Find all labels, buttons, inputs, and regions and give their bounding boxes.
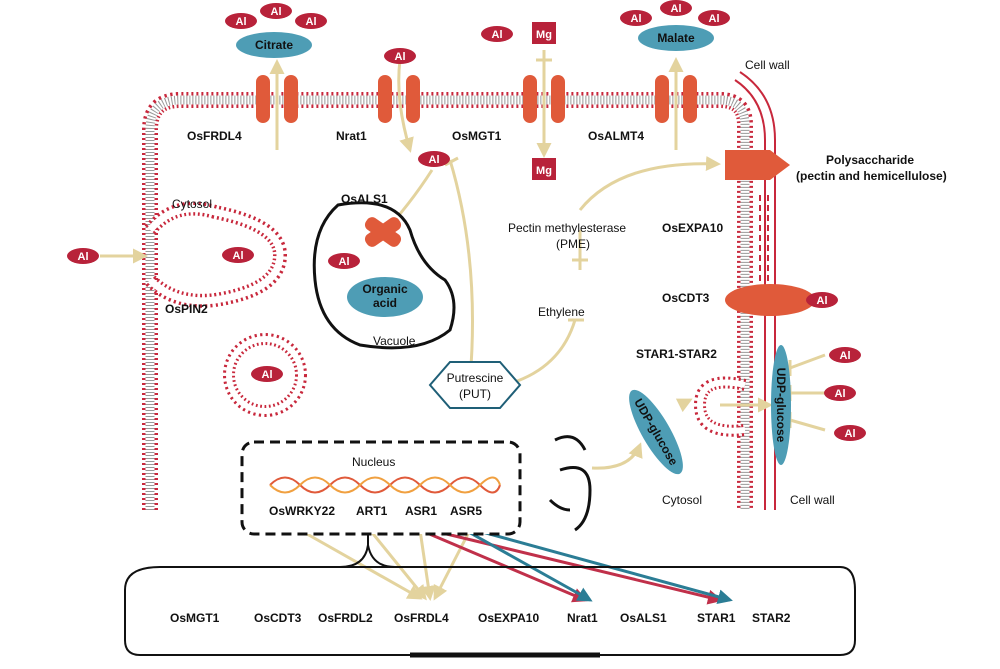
cell-wall-label: Cell wall xyxy=(745,58,790,72)
organic-acid-pill xyxy=(347,277,423,317)
citrate-pill xyxy=(236,32,312,58)
osfrdl4-transporter xyxy=(256,75,298,123)
cell-wall-label-bottom: Cell wall xyxy=(790,493,835,507)
gene-star2: STAR2 xyxy=(752,611,791,625)
osfrdl4-label: OsFRDL4 xyxy=(187,129,242,143)
citrate-label: Citrate xyxy=(255,38,293,52)
vesicle xyxy=(223,333,307,417)
al-pill: Al xyxy=(339,256,350,268)
osals1-label: OsALS1 xyxy=(341,192,388,206)
vacuole xyxy=(312,201,456,350)
osmgt1-label: OsMGT1 xyxy=(452,129,502,143)
mg-box-inside xyxy=(532,158,556,180)
al-pill: Al xyxy=(395,51,406,63)
polysaccharide-label-2: (pectin and hemicellulose) xyxy=(796,169,947,183)
putrescine-label-1: Putrescine xyxy=(447,371,504,385)
putrescine-label-2: (PUT) xyxy=(459,387,491,401)
putrescine-hexagon xyxy=(428,361,522,409)
al-pill: Al xyxy=(671,3,682,15)
osmgt1-transporter xyxy=(523,75,565,123)
al-pill: Al xyxy=(840,350,851,362)
tf-asr1: ASR1 xyxy=(405,504,437,518)
gene-oscdt3: OsCDT3 xyxy=(254,611,302,625)
organic-acid-label-1: Organic xyxy=(362,282,408,296)
regulation-arrows xyxy=(419,528,733,605)
udp-glucose-pill-cytosol: UDP-glucose xyxy=(629,389,683,475)
al-pill: Al xyxy=(492,29,503,41)
gene-osals1: OsALS1 xyxy=(620,611,667,625)
al-pill: Al xyxy=(429,154,440,166)
udp-glucose-pill-wall: UDP-glucose xyxy=(771,345,791,465)
malate-label: Malate xyxy=(657,31,695,45)
udp-glucose-label: UDP-glucose xyxy=(631,396,681,468)
cytosol-label-bottom: Cytosol xyxy=(662,493,702,507)
cell-wall xyxy=(734,71,776,510)
nrat1-label: Nrat1 xyxy=(336,129,367,143)
al-pill: Al xyxy=(262,369,273,381)
al-pill: Al xyxy=(835,388,846,400)
mg-outside-label: Mg xyxy=(536,29,552,41)
golgi-membranes xyxy=(548,435,592,532)
udp-glucose-wall-label: UDP-glucose xyxy=(774,368,788,443)
plasma-membrane xyxy=(142,92,753,510)
gene-box-bracket xyxy=(339,535,396,568)
al-pill: Al xyxy=(233,250,244,262)
tf-art1: ART1 xyxy=(356,504,388,518)
gene-osmgt1: OsMGT1 xyxy=(170,611,220,625)
al-pill: Al xyxy=(845,428,856,440)
al-pill: Al xyxy=(709,13,720,25)
nrat1-transporter xyxy=(378,75,420,123)
nucleus-box xyxy=(240,440,522,536)
vacuole-label: Vacuole xyxy=(373,334,416,348)
mg-inside-label: Mg xyxy=(536,165,552,177)
polysaccharide-label-1: Polysaccharide xyxy=(826,153,914,167)
tf-asr5: ASR5 xyxy=(450,504,482,518)
organic-acid-label-2: acid xyxy=(373,296,397,310)
al-pill: Al xyxy=(271,6,282,18)
oscdt3-protein xyxy=(725,284,815,316)
gene-star1: STAR1 xyxy=(697,611,736,625)
al-pill: Al xyxy=(817,295,828,307)
gene-osfrdl2: OsFRDL2 xyxy=(318,611,373,625)
polysaccharide-shape xyxy=(725,150,790,180)
star-invagination xyxy=(693,376,747,437)
pathway-arrows xyxy=(100,50,826,601)
dna-helix xyxy=(269,476,501,494)
gene-nrat1: Nrat1 xyxy=(567,611,598,625)
al-pill: Al xyxy=(631,13,642,25)
nucleus-label: Nucleus xyxy=(352,455,395,469)
cytosol-label-top: Cytosol xyxy=(172,197,212,211)
star-label: STAR1-STAR2 xyxy=(636,347,717,361)
osalmt4-transporter xyxy=(655,75,697,123)
al-pills: Al Al Al Al Al Al Al Al Al Al Al Al Al A… xyxy=(67,0,866,441)
al-pill: Al xyxy=(78,251,89,263)
tf-oswrky22: OsWRKY22 xyxy=(269,504,335,518)
ethylene-label: Ethylene xyxy=(538,305,585,319)
ospin2-label: OsPIN2 xyxy=(165,302,208,316)
mg-box-outside xyxy=(532,22,556,44)
al-pill: Al xyxy=(306,16,317,28)
osals1-transporter xyxy=(364,217,402,247)
osexpa10-label: OsEXPA10 xyxy=(662,221,723,235)
oscdt3-label: OsCDT3 xyxy=(662,291,710,305)
osalmt4-label: OsALMT4 xyxy=(588,129,644,143)
pme-label-2: (PME) xyxy=(556,237,590,251)
malate-pill xyxy=(638,25,714,51)
pme-label-1: Pectin methylesterase xyxy=(508,221,626,235)
gene-osfrdl4: OsFRDL4 xyxy=(394,611,449,625)
al-pill: Al xyxy=(236,16,247,28)
endocytosis-vesicle-forming xyxy=(144,201,288,308)
gene-box xyxy=(124,566,856,656)
gene-osexpa10: OsEXPA10 xyxy=(478,611,539,625)
